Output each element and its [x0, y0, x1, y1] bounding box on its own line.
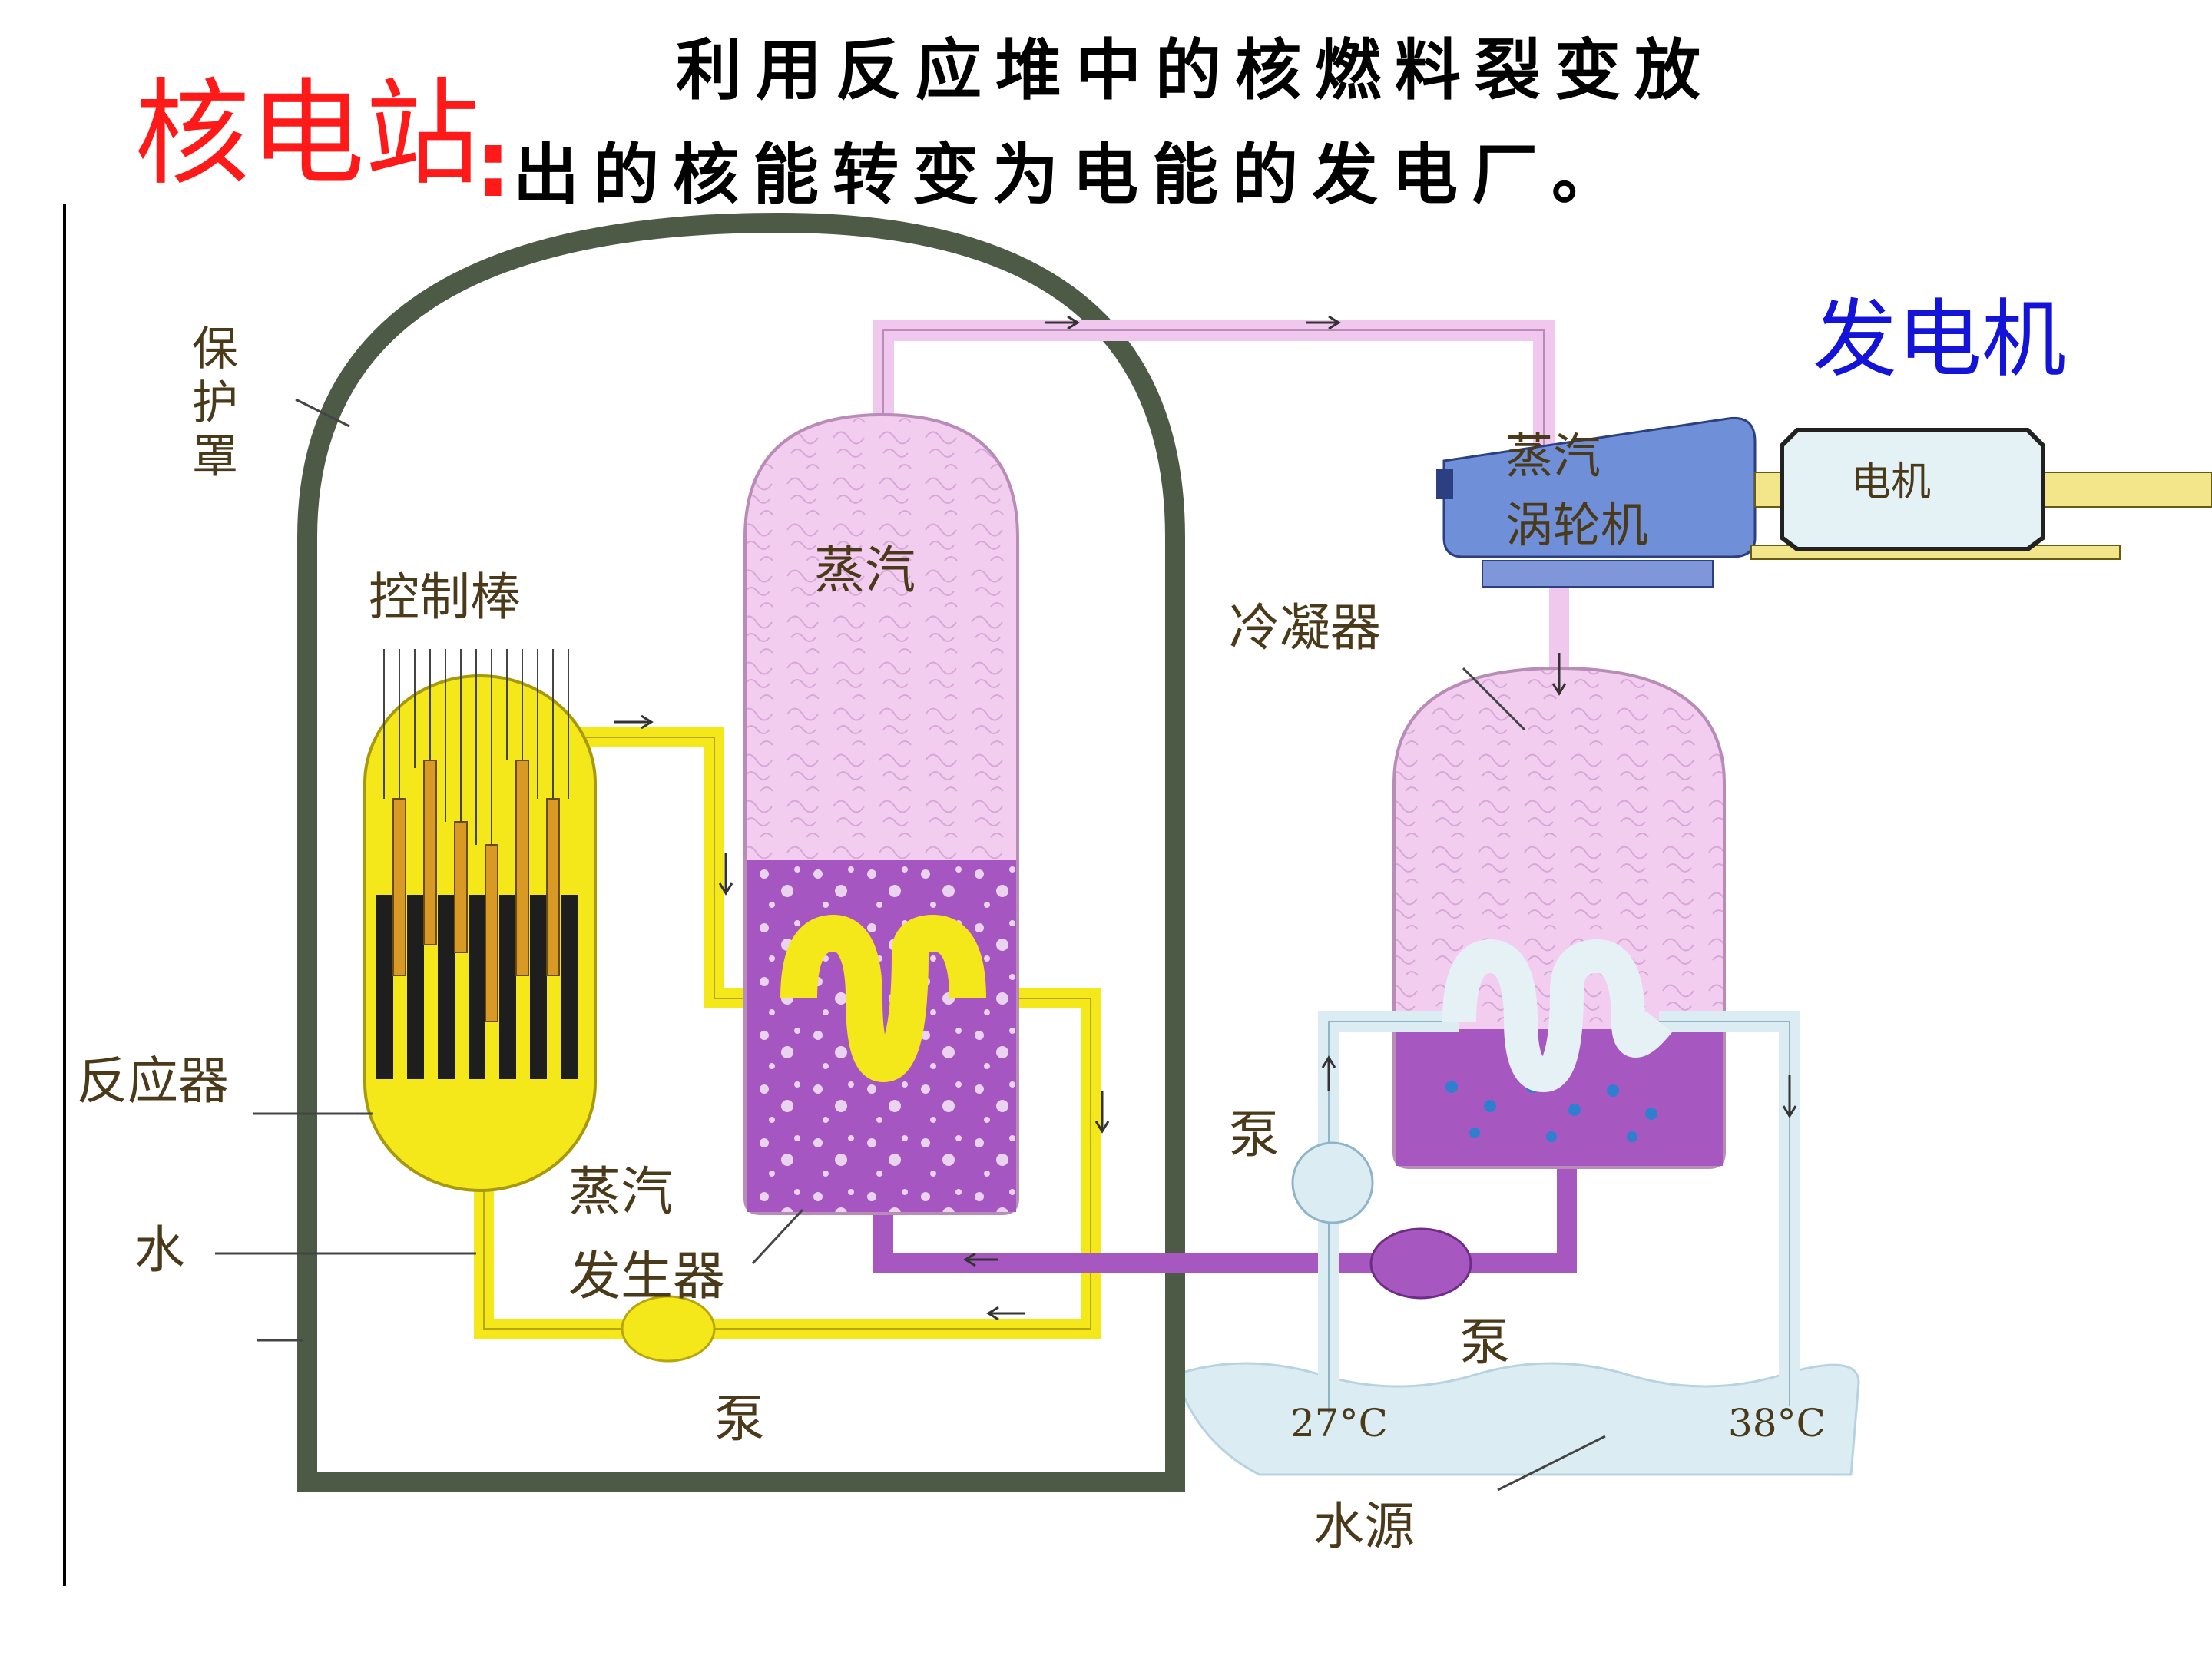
heat-exchanger-coil — [780, 914, 986, 1083]
label-control-rods: 控制棒 — [369, 568, 521, 627]
label-pump-primary: 泵 — [714, 1389, 765, 1449]
leader-lines — [215, 398, 1606, 1492]
label-shield-3: 罩 — [192, 430, 238, 484]
turbine-base — [1482, 560, 1714, 588]
fuel-rods — [376, 895, 578, 1079]
definition-line-2: 出的核能转变为电能的发电厂。 — [513, 137, 1631, 214]
generator-body — [1780, 428, 2045, 551]
definition-line-1: 利用反应堆中的核燃料裂变放 — [676, 32, 1714, 109]
label-generator: 发电机 — [1813, 290, 2066, 389]
steam-turbine — [1442, 416, 1757, 558]
label-shield-1: 保 — [192, 323, 238, 376]
label-steam-generator-1: 蒸汽 — [568, 1162, 673, 1223]
label-steam: 蒸汽 — [814, 541, 916, 600]
generator-body-text: 电机 — [1851, 459, 1931, 505]
label-reactor: 反应器 — [77, 1051, 229, 1111]
condenser-coil — [1442, 939, 1673, 1093]
label-temp-outlet: 38°C — [1728, 1401, 1826, 1445]
cooling-pump — [1291, 1141, 1374, 1224]
label-temp-inlet: 27°C — [1290, 1401, 1388, 1445]
label-steam-generator-2: 发生器 — [568, 1247, 725, 1307]
label-turbine-1: 蒸汽 — [1505, 428, 1601, 484]
label-pump-cooling: 泵 — [1229, 1105, 1280, 1164]
flow-arrows — [614, 315, 1797, 1321]
primary-pump — [621, 1295, 716, 1363]
label-water: 水 — [134, 1220, 185, 1280]
page-title: 核电站 — [134, 68, 481, 201]
label-shield-2: 护 — [192, 376, 238, 430]
left-border-line — [63, 204, 66, 1586]
label-turbine-2: 涡轮机 — [1505, 497, 1648, 553]
secondary-pump — [1369, 1227, 1472, 1300]
label-condenser: 冷凝器 — [1229, 598, 1381, 657]
title-colon: : — [475, 111, 512, 218]
control-rod-wires — [383, 649, 569, 845]
label-pump-secondary: 泵 — [1459, 1313, 1510, 1372]
label-water-source: 水源 — [1313, 1497, 1415, 1556]
